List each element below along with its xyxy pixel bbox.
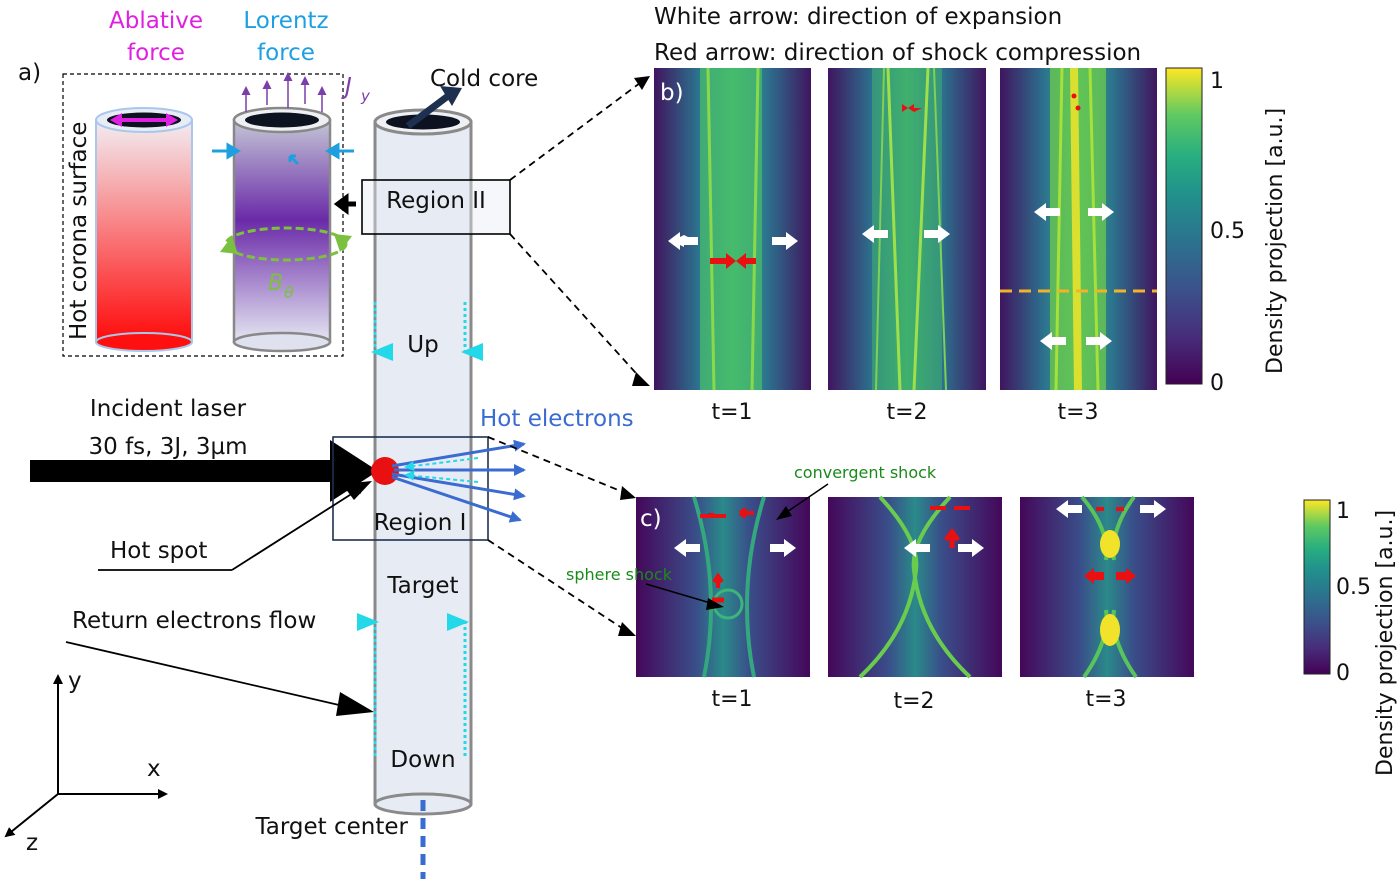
hot-electrons-label: Hot electrons: [480, 406, 634, 432]
btheta-sub: θ: [284, 283, 294, 302]
panel-b-label: b): [660, 80, 684, 106]
panel-c-time-3: t=3: [1085, 687, 1126, 712]
incident-label-2: 30 fs, 3J, 3µm: [89, 434, 248, 460]
connector-head-1: [634, 76, 650, 90]
panel-b-colorbar-label: Density projection [a.u.]: [1263, 108, 1288, 374]
panel-c-frame-1: [636, 496, 810, 678]
panel-c-time-2: t=2: [893, 689, 934, 714]
btheta-label: B: [268, 271, 283, 296]
hot-spot-pointer-head: [342, 481, 372, 500]
region-ii-label: Region II: [386, 188, 486, 214]
down-label: Down: [390, 747, 455, 773]
hot-corona-cylinder: [95, 107, 193, 352]
panel-c-time-1: t=1: [711, 687, 752, 712]
connector-head-4: [618, 622, 636, 636]
sphere-shock-head: [706, 598, 724, 610]
zoom-connectors: [487, 79, 645, 633]
convergent-shock-head: [776, 506, 792, 520]
panel-b-time-1: t=1: [711, 400, 752, 425]
region-ii-box: [361, 179, 511, 235]
legend-white-arrow: White arrow: direction of expansion: [654, 4, 1062, 30]
convergent-shock-pointer: [783, 483, 829, 515]
panel-a-label: a): [18, 60, 41, 86]
panel-b-time-3: t=3: [1057, 400, 1098, 425]
axis-z-label: z: [26, 830, 38, 856]
axes-triad: [4, 674, 168, 838]
connector-head-3: [620, 486, 636, 500]
panel-c-tick-05: 0.5: [1336, 575, 1371, 600]
panel-c-colorbar-label: Density projection [a.u.]: [1373, 510, 1398, 776]
hot-spot-pointer: [231, 484, 366, 571]
panel-b-frame-1: [654, 67, 811, 391]
panel-b-colorbar: [1165, 67, 1203, 385]
hot-electron-arrows: [391, 439, 526, 523]
axis-x-label: x: [147, 756, 161, 782]
legend-red-arrow: Red arrow: direction of shock compressio…: [654, 40, 1141, 66]
return-flow-label: Return electrons flow: [72, 608, 316, 634]
sphere-shock-pointer: [645, 583, 715, 605]
lorentz-label: Lorentz: [243, 8, 328, 34]
panel-c-tick-0: 0: [1336, 661, 1350, 686]
hot-spot-label: Hot spot: [110, 538, 207, 564]
panel-b-tick-05: 0.5: [1210, 219, 1245, 244]
lorentz-cylinder: [212, 72, 354, 353]
panel-b-frame-2: [828, 67, 986, 391]
connector-head-2: [632, 372, 650, 386]
panel-c-label: c): [640, 506, 662, 532]
panel-c-tick-1: 1: [1336, 499, 1350, 524]
axis-y-label: y: [68, 668, 82, 694]
ablative-label-2: force: [127, 40, 185, 66]
target-center-label: Target center: [255, 814, 409, 840]
return-flow-pointer-head: [336, 692, 374, 716]
region-ii-arrow: [333, 193, 356, 215]
panel-b-frame-3: [1000, 67, 1157, 391]
ablative-label: Ablative: [109, 8, 203, 34]
return-flow-pointer: [65, 641, 353, 709]
inset-box: [62, 73, 344, 357]
target-label: Target: [386, 573, 458, 599]
region-i-label: Region I: [374, 510, 467, 536]
incident-label: Incident laser: [90, 396, 247, 422]
panel-c-colorbar: [1303, 499, 1331, 675]
panel-c-frame-3: [1020, 495, 1194, 679]
laser-arrow: [30, 440, 378, 502]
cold-core-label: Cold core: [430, 66, 538, 92]
jy-label: J: [341, 74, 352, 100]
panel-b-time-2: t=2: [886, 400, 927, 425]
lorentz-label-2: force: [257, 40, 315, 66]
sphere-shock-label: sphere shock: [566, 565, 673, 584]
up-label: Up: [407, 332, 438, 358]
convergent-shock-label: convergent shock: [794, 463, 937, 482]
panel-b-tick-1: 1: [1210, 69, 1224, 94]
hot-corona-label: Hot corona surface: [66, 122, 92, 340]
panel-b-tick-0: 0: [1210, 371, 1224, 396]
jy-sub: y: [360, 87, 371, 105]
panel-c-frame-2: [828, 495, 1002, 679]
